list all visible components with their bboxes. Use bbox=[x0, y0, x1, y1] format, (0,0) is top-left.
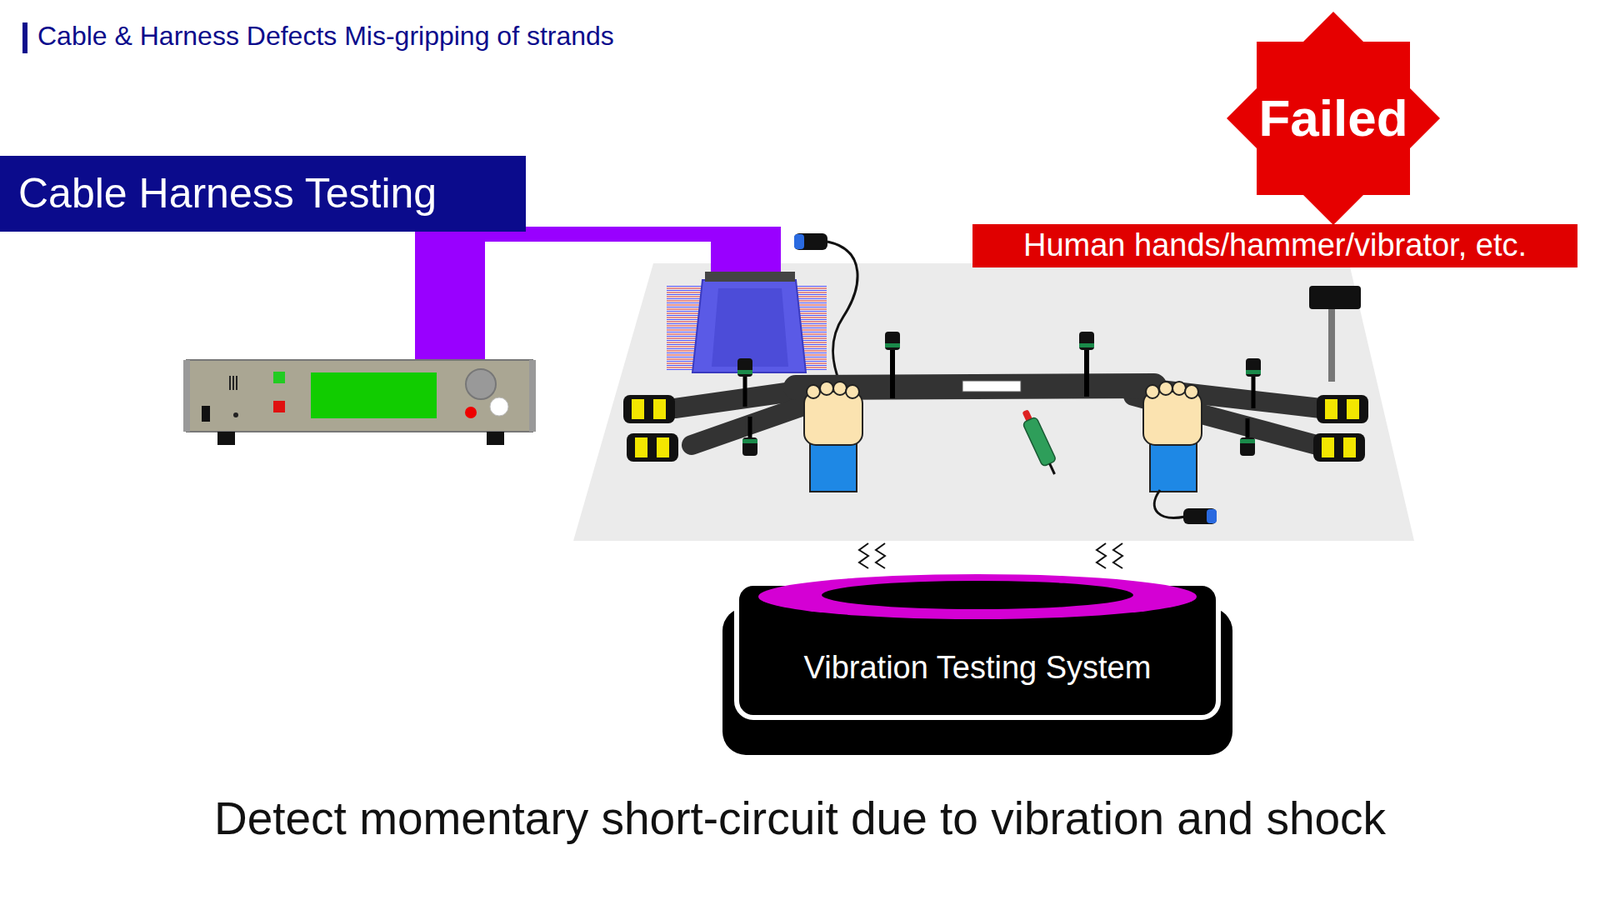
vibration-marks bbox=[859, 543, 1123, 569]
node-label: Human hands/hammer/vibrator, etc. bbox=[1023, 227, 1527, 265]
harness-tester bbox=[183, 360, 536, 445]
method-band: Human hands/hammer/vibrator, etc. bbox=[972, 224, 1578, 268]
caption: Detect momentary short-circuit due to vi… bbox=[0, 791, 1600, 845]
node-label: Cable Harness Testing bbox=[18, 170, 437, 219]
hand-vibrator bbox=[1018, 407, 1062, 478]
title-bar bbox=[22, 22, 28, 54]
band-label: Cable Harness Testing bbox=[0, 155, 526, 232]
test-table bbox=[573, 263, 1415, 541]
wire-harness bbox=[675, 385, 1321, 445]
node-label: Failed bbox=[1258, 88, 1408, 148]
right-hand bbox=[1143, 381, 1202, 492]
vibration-system: Vibration Testing System bbox=[753, 591, 1202, 710]
harness-connectors bbox=[623, 395, 1369, 462]
harness-clips bbox=[737, 331, 1261, 456]
hammer bbox=[1309, 285, 1361, 382]
node-label: Vibration Testing System bbox=[804, 650, 1152, 687]
probe-wire bbox=[1154, 490, 1217, 525]
status-star: Failed bbox=[1223, 8, 1444, 229]
page-title: Cable & Harness Defects Mis-gripping of … bbox=[37, 20, 615, 52]
test-adaptor bbox=[666, 271, 827, 373]
probe-wire bbox=[794, 233, 858, 384]
harness-label-plate bbox=[962, 380, 1021, 392]
left-hand bbox=[804, 381, 863, 492]
